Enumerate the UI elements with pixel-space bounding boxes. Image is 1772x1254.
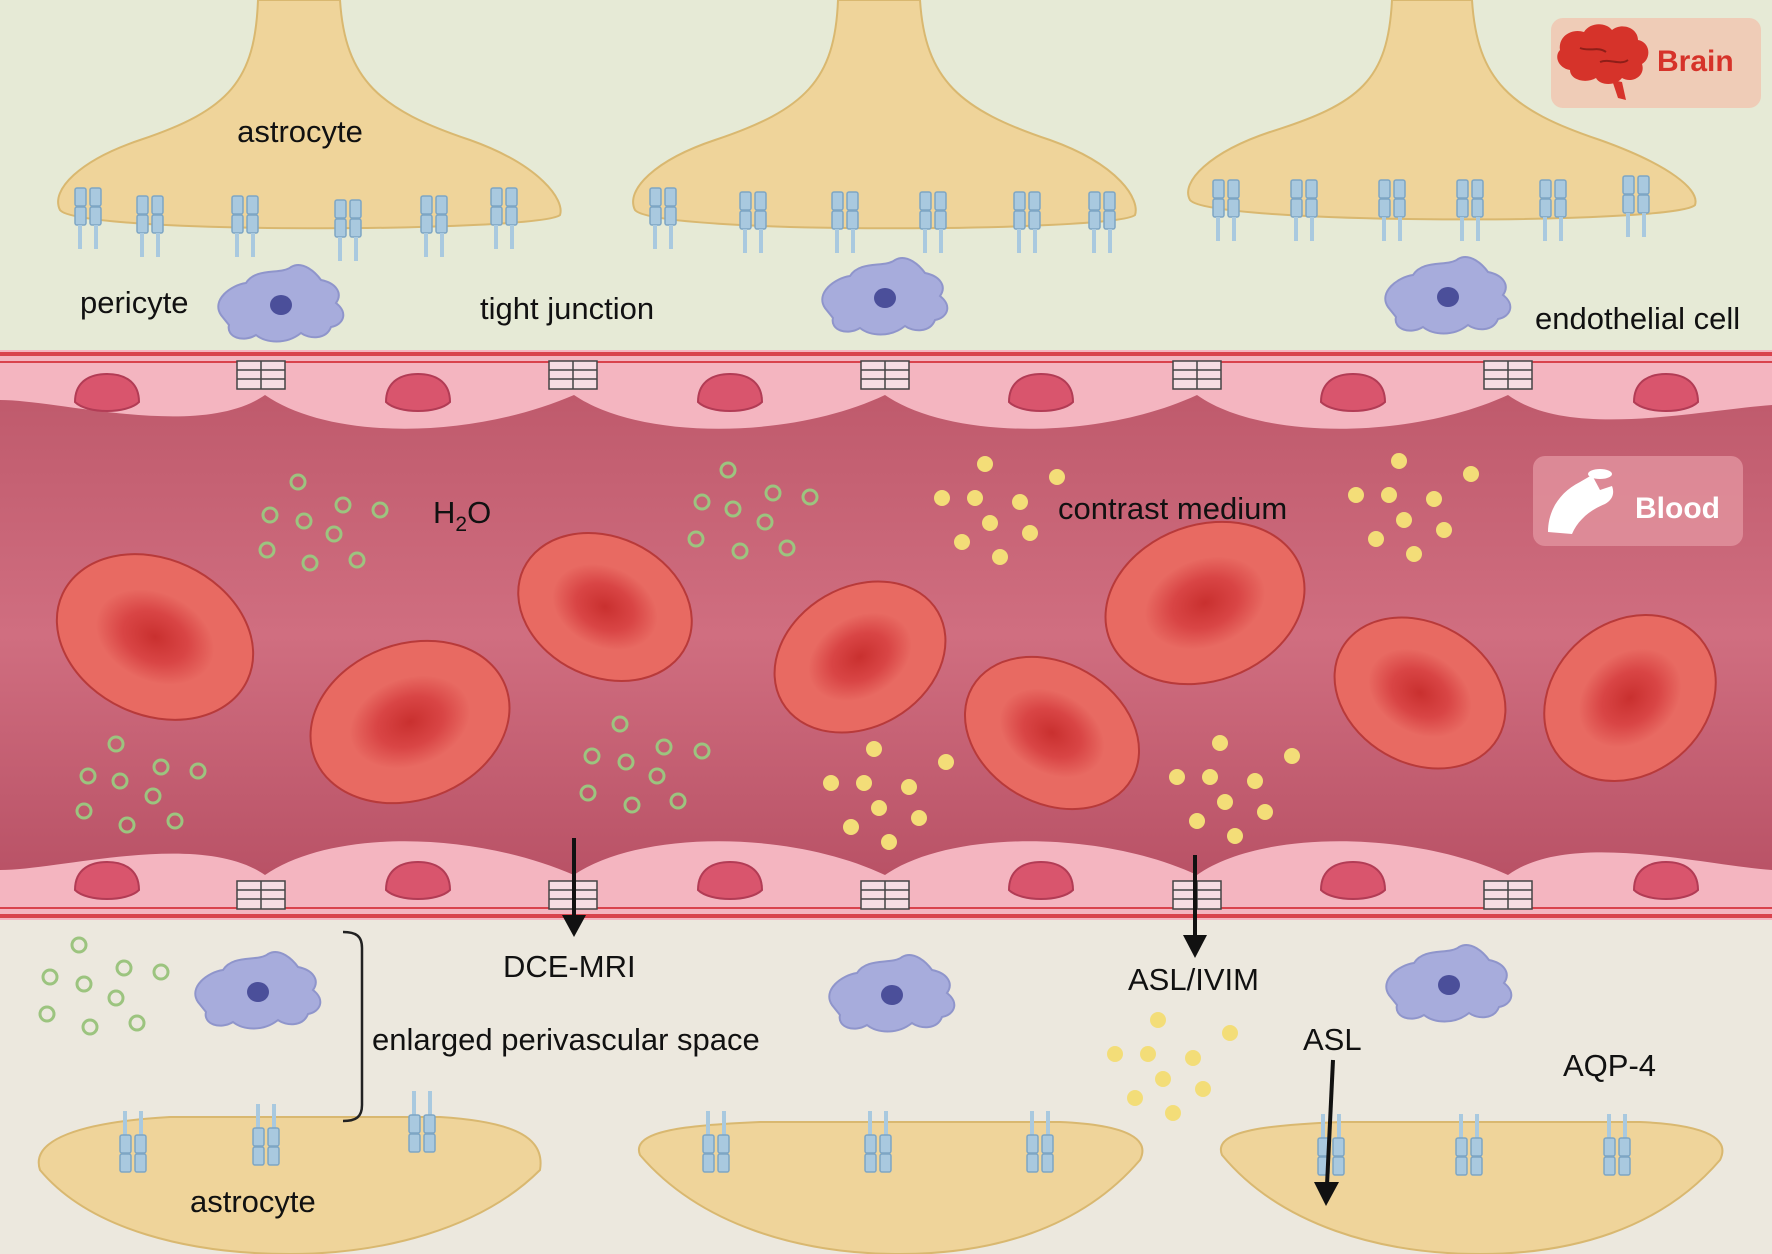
arrow-down-icon [1183,855,1207,958]
label-endothelial-cell: endothelial cell [1535,301,1740,336]
label-astrocyte-bottom: astrocyte [190,1184,316,1219]
arrow-down-icon [1314,1059,1339,1206]
astrocyte-foot [1219,1121,1724,1254]
label-enlarged-pvs: enlarged perivascular space [372,1022,760,1057]
arrow-down-icon [562,838,586,937]
label-astrocyte-top: astrocyte [237,114,363,149]
svg-text:Brain: Brain [1657,45,1734,78]
contrast-particles [823,453,1479,1121]
brain-icon [1557,24,1649,100]
blood-vessel-icon [1548,469,1614,534]
perivascular-bracket [342,930,364,1123]
astrocyte-foot [632,0,1137,230]
label-asl-ivim: ASL/IVIM [1128,962,1259,997]
label-aqp4: AQP-4 [1563,1048,1656,1083]
astrocyte-foot [1187,0,1697,221]
label-pericyte: pericyte [80,285,189,320]
blood-badge: Blood [1533,456,1743,546]
astrocyte-top-group [57,0,1697,230]
svg-text:Blood: Blood [1635,492,1720,525]
astrocyte-foot [637,1121,1144,1254]
red-blood-cells [55,520,1717,811]
label-dce-mri: DCE-MRI [503,949,636,984]
water-molecules [38,461,819,1036]
label-asl: ASL [1303,1022,1362,1057]
label-tight-junction: tight junction [480,291,654,326]
label-h2o: H2O [433,495,491,536]
brain-badge: Brain [1551,18,1761,108]
astrocyte-foot [57,0,562,230]
label-contrast-medium: contrast medium [1058,491,1287,526]
astrocyte-bottom-group [37,1116,1724,1254]
